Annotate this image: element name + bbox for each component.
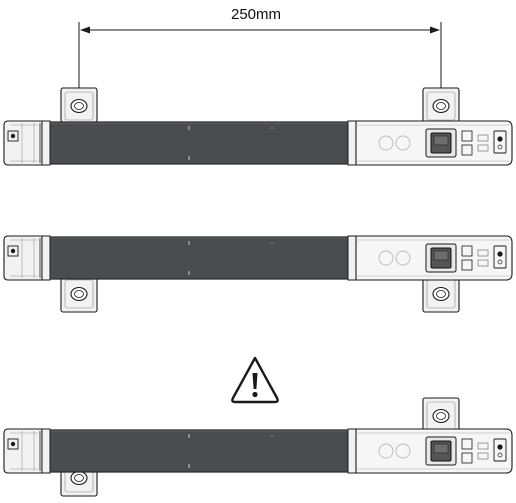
mounting-hole-icon: [422, 277, 460, 313]
mounting-hole-icon: [60, 277, 98, 313]
device-variant-mixed: [3, 397, 513, 497]
dimension-annotation: 250mm: [78, 6, 442, 107]
device-bar: [3, 120, 513, 166]
device-bar: [3, 428, 513, 474]
dimension-arrow-right: [430, 26, 440, 34]
mounting-hole-icon: [422, 87, 460, 123]
mounting-hole-icon: [422, 397, 460, 433]
warning-triangle-icon: [231, 356, 279, 404]
dimension-label: 250mm: [231, 6, 281, 23]
device-bar: [3, 235, 513, 281]
mounting-hole-icon: [60, 87, 98, 123]
device-variant-both-up: [3, 87, 513, 166]
dimension-arrow-left: [80, 26, 90, 34]
device-variant-both-down: [3, 235, 513, 313]
